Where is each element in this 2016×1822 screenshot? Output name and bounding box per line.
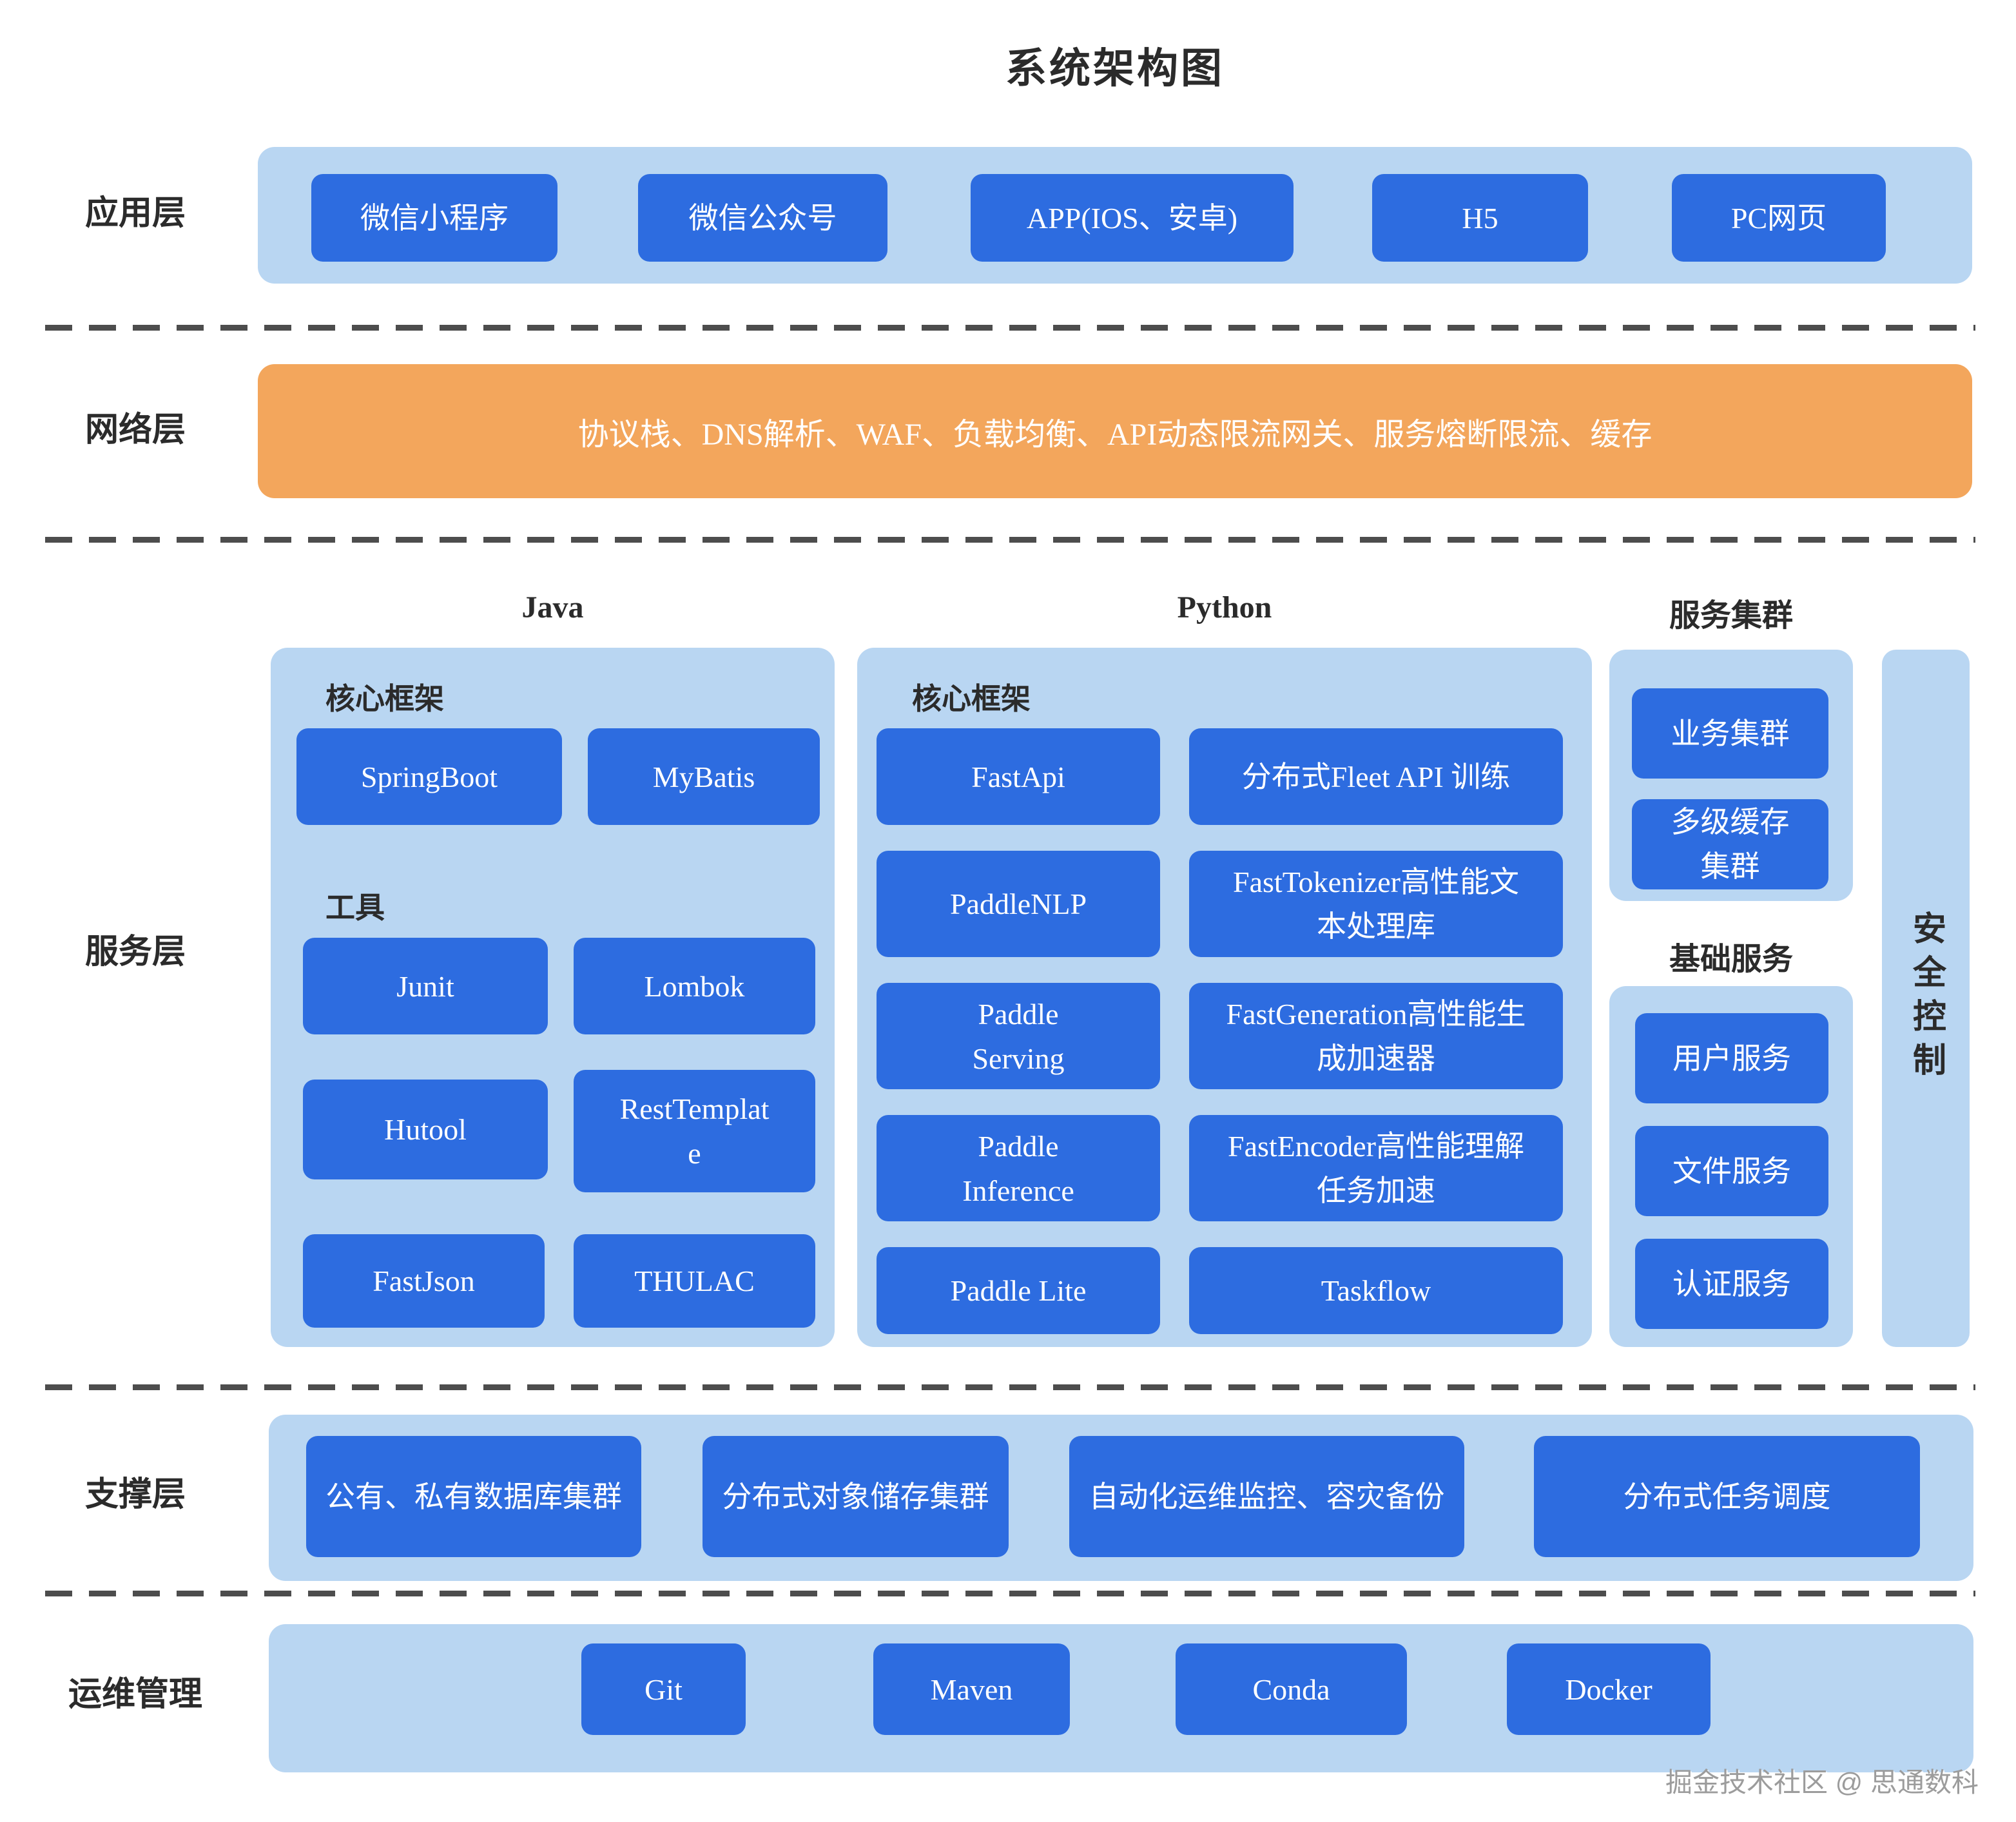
section-header-base-service: 基础服务 <box>1669 942 1793 976</box>
node-springboot: SpringBoot <box>296 728 562 825</box>
node-label: Taskflow <box>1321 1274 1431 1307</box>
node-label: 自动化运维监控、容灾备份 <box>1089 1480 1445 1513</box>
node-label: Lombok <box>644 969 745 1003</box>
node-business-cluster: 业务集群 <box>1632 688 1828 779</box>
sub-label-python-core: 核心框架 <box>912 683 1031 715</box>
network-capabilities-text: 协议栈、DNS解析、WAF、负载均衡、API动态限流网关、服务熔断限流、缓存 <box>577 418 1653 452</box>
node-label: 业务集群 <box>1671 717 1790 750</box>
network-layer-panel: 协议栈、DNS解析、WAF、负载均衡、API动态限流网关、服务熔断限流、缓存 <box>258 364 1972 498</box>
node-label: Hutool <box>384 1113 467 1146</box>
node-fastapi: FastApi <box>877 728 1160 825</box>
node-public-private-db-cluster: 公有、私有数据库集群 <box>306 1436 641 1557</box>
node-label: Maven <box>930 1672 1013 1706</box>
node-label: APP(IOS、安卓) <box>1026 201 1238 235</box>
node-label: 分布式Fleet API 训练 <box>1241 760 1511 793</box>
layer-label-app: 应用层 <box>84 195 186 232</box>
layer-divider-1 <box>45 325 1975 331</box>
node-label: 公有、私有数据库集群 <box>325 1480 622 1513</box>
node-label: 认证服务 <box>1672 1267 1791 1301</box>
node-resttemplate: RestTemplate <box>574 1070 815 1192</box>
node-maven: Maven <box>873 1643 1070 1735</box>
section-header-java: Java <box>521 590 584 625</box>
node-h5: H5 <box>1372 174 1588 262</box>
node-label: SpringBoot <box>360 760 498 793</box>
security-control-bar: 安全控制 <box>1882 650 1970 1347</box>
node-file-service: 文件服务 <box>1635 1126 1828 1216</box>
node-pc-web: PC网页 <box>1672 174 1886 262</box>
node-label: PaddleNLP <box>949 887 1087 920</box>
node-fastencoder: FastEncoder高性能理解任务加速 <box>1189 1115 1563 1221</box>
node-fasttokenizer: FastTokenizer高性能文本处理库 <box>1189 851 1563 957</box>
node-label: 用户服务 <box>1672 1042 1791 1075</box>
node-ops-monitoring-dr: 自动化运维监控、容灾备份 <box>1069 1436 1464 1557</box>
node-distributed-task-scheduling: 分布式任务调度 <box>1534 1436 1920 1557</box>
node-multilevel-cache-cluster: 多级缓存集群 <box>1632 799 1828 889</box>
node-label: RestTemplate <box>619 1092 770 1170</box>
node-label: 微信公众号 <box>688 201 837 235</box>
layer-label-support: 支撑层 <box>84 1477 186 1513</box>
node-label: MyBatis <box>652 760 755 793</box>
node-label: 分布式对象储存集群 <box>722 1480 989 1513</box>
node-label: PC网页 <box>1730 201 1827 235</box>
node-fleet-api-training: 分布式Fleet API 训练 <box>1189 728 1563 825</box>
node-label: FastTokenizer高性能文本处理库 <box>1233 865 1519 943</box>
ops-layer-panel <box>269 1624 1973 1772</box>
node-label: FastJson <box>373 1265 475 1297</box>
node-paddle-inference: Paddle Inference <box>877 1115 1160 1221</box>
node-label: Git <box>645 1672 683 1706</box>
node-fastjson: FastJson <box>303 1234 545 1328</box>
node-fastgeneration: FastGeneration高性能生成加速器 <box>1189 983 1563 1089</box>
node-label: Paddle Lite <box>950 1274 1087 1307</box>
node-label: 文件服务 <box>1672 1154 1791 1188</box>
node-distributed-object-storage: 分布式对象储存集群 <box>703 1436 1009 1557</box>
node-paddle-serving: Paddle Serving <box>877 983 1160 1089</box>
node-label: 多级缓存集群 <box>1671 806 1790 883</box>
node-thulac: THULAC <box>574 1234 815 1328</box>
layer-divider-4 <box>45 1591 1975 1596</box>
node-label: Docker <box>1565 1672 1653 1706</box>
section-header-python: Python <box>1177 590 1272 625</box>
node-label: FastEncoder高性能理解任务加速 <box>1228 1129 1524 1207</box>
layer-divider-3 <box>45 1384 1975 1390</box>
node-user-service: 用户服务 <box>1635 1013 1828 1103</box>
layer-label-service: 服务层 <box>84 934 186 971</box>
node-docker: Docker <box>1507 1643 1711 1735</box>
node-wechat-miniapp: 微信小程序 <box>311 174 557 262</box>
node-wechat-official: 微信公众号 <box>638 174 887 262</box>
node-label: Paddle Inference <box>962 1129 1074 1207</box>
layer-label-ops: 运维管理 <box>68 1676 202 1713</box>
security-control-label: 安全控制 <box>1907 911 1944 1086</box>
node-paddle-lite: Paddle Lite <box>877 1247 1160 1334</box>
node-label: FastGeneration高性能生成加速器 <box>1226 997 1526 1075</box>
node-label: THULAC <box>634 1265 755 1297</box>
layer-label-network: 网络层 <box>84 412 186 449</box>
watermark: 掘金技术社区 @ 思通数科 <box>1665 1767 1979 1798</box>
node-taskflow: Taskflow <box>1189 1247 1563 1334</box>
node-label: 微信小程序 <box>360 201 509 235</box>
node-app-ios-android: APP(IOS、安卓) <box>971 174 1294 262</box>
node-hutool: Hutool <box>303 1080 548 1179</box>
node-git: Git <box>581 1643 746 1735</box>
node-label: 分布式任务调度 <box>1623 1480 1831 1513</box>
node-paddlenlp: PaddleNLP <box>877 851 1160 957</box>
node-auth-service: 认证服务 <box>1635 1239 1828 1329</box>
node-conda: Conda <box>1176 1643 1407 1735</box>
node-lombok: Lombok <box>574 938 815 1034</box>
section-header-service-cluster: 服务集群 <box>1669 599 1793 633</box>
layer-divider-2 <box>45 537 1975 543</box>
node-label: H5 <box>1462 201 1498 235</box>
node-label: Junit <box>396 969 454 1003</box>
sub-label-java-tools: 工具 <box>325 891 385 924</box>
node-label: Paddle Serving <box>972 997 1065 1075</box>
node-mybatis: MyBatis <box>588 728 820 825</box>
sub-label-java-core: 核心框架 <box>325 683 444 715</box>
page-title: 系统架构图 <box>1005 46 1225 92</box>
node-junit: Junit <box>303 938 548 1034</box>
node-label: FastApi <box>971 760 1065 793</box>
node-label: Conda <box>1252 1672 1330 1706</box>
